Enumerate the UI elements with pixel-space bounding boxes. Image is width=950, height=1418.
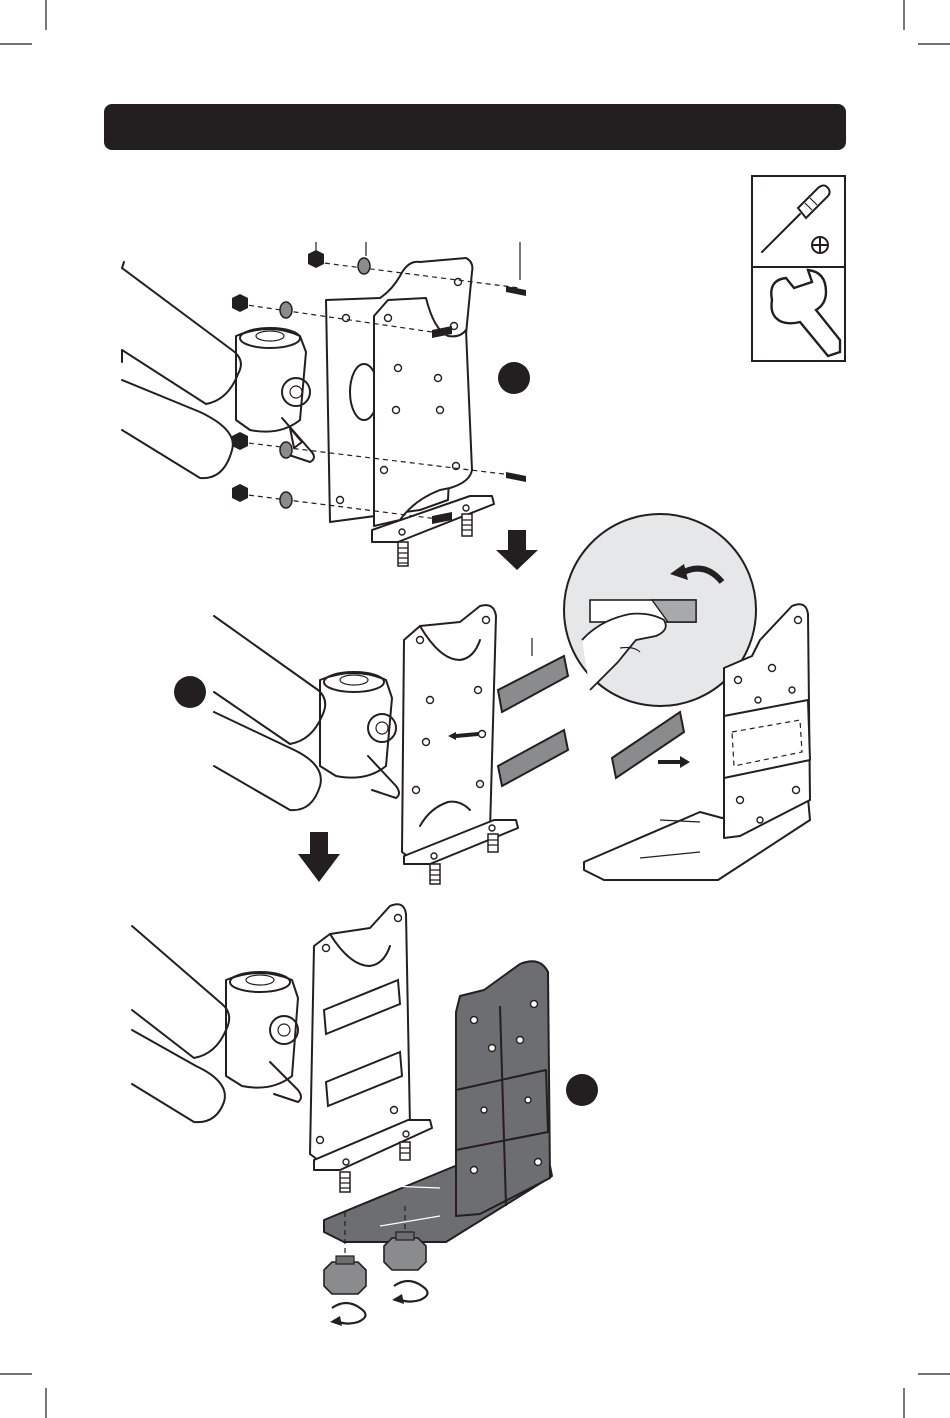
monitor-arm-2 xyxy=(214,616,399,810)
right-arrow xyxy=(658,756,690,768)
down-arrow-1 xyxy=(496,530,538,570)
down-arrow-2 xyxy=(298,832,340,882)
section-header-bar xyxy=(104,104,846,150)
monitor-arm-3 xyxy=(132,926,301,1122)
step1-illustration xyxy=(122,242,530,566)
adhesive-pad-3 xyxy=(612,712,684,778)
tools-box xyxy=(752,176,845,361)
adhesive-pad-2 xyxy=(498,730,568,786)
step3-illustration xyxy=(132,904,598,1326)
step-3-marker xyxy=(566,1074,598,1106)
step-2-marker xyxy=(174,676,206,708)
adhesive-pad-1 xyxy=(498,656,568,712)
step-1-marker xyxy=(498,362,530,394)
step2-illustration xyxy=(174,514,810,884)
